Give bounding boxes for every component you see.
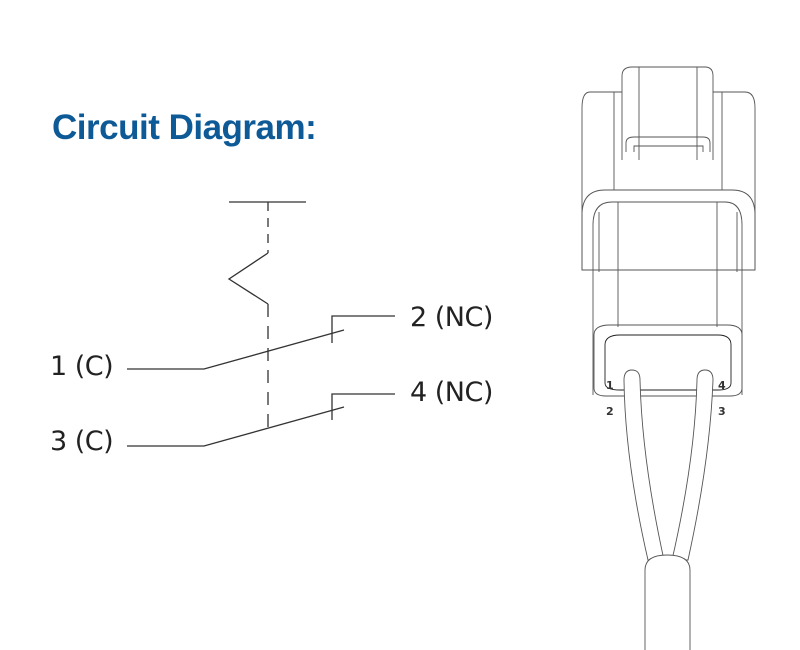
connector-latch-tab bbox=[621, 66, 714, 160]
switch-1-contact bbox=[127, 329, 345, 370]
terminal-label-3: 3 (C) bbox=[50, 426, 114, 457]
connector-face-inner bbox=[604, 334, 732, 391]
switch-2-contact bbox=[127, 406, 345, 447]
terminal-label-2: 2 (NC) bbox=[410, 302, 493, 333]
connector-upper-body bbox=[581, 91, 756, 271]
connector-face bbox=[593, 324, 743, 397]
pin-label-1: 1 bbox=[606, 379, 614, 392]
cable-sheath bbox=[644, 554, 691, 650]
spring-symbol bbox=[227, 252, 269, 305]
terminal-label-4: 4 (NC) bbox=[410, 377, 493, 408]
page-title: Circuit Diagram: bbox=[52, 108, 317, 147]
switch-1-stop bbox=[331, 315, 395, 343]
terminal-label-1: 1 (C) bbox=[50, 351, 114, 382]
wire-right bbox=[671, 369, 714, 561]
wire-left bbox=[623, 369, 665, 561]
pin-label-4: 4 bbox=[718, 379, 726, 392]
pin-label-3: 3 bbox=[718, 405, 726, 418]
switch-2-stop bbox=[331, 393, 395, 420]
latch-slot bbox=[625, 136, 711, 152]
connector-collar bbox=[581, 189, 756, 270]
pin-label-2: 2 bbox=[606, 405, 614, 418]
connector-lower-body bbox=[592, 202, 743, 395]
